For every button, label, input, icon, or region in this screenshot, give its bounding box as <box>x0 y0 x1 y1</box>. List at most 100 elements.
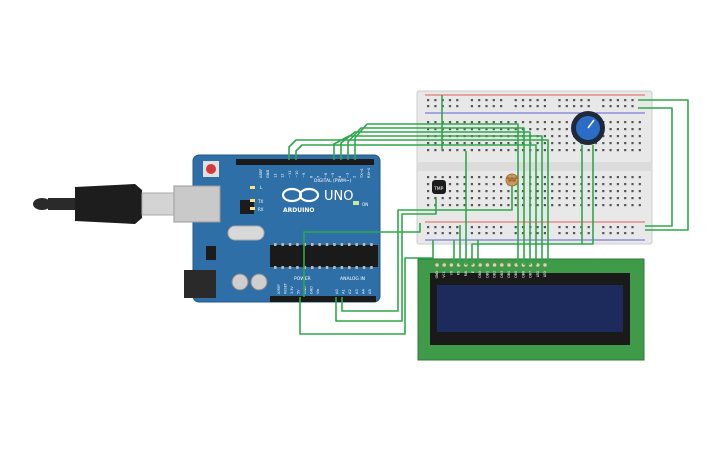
breadboard-hole[interactable] <box>478 149 481 152</box>
breadboard-hole[interactable] <box>558 176 561 179</box>
rail-hole[interactable] <box>558 226 561 229</box>
breadboard-hole[interactable] <box>543 121 546 124</box>
breadboard-hole[interactable] <box>521 204 525 207</box>
rail-hole[interactable] <box>543 226 546 229</box>
breadboard-hole[interactable] <box>587 176 590 179</box>
breadboard-hole[interactable] <box>551 176 554 179</box>
breadboard-hole[interactable] <box>427 183 430 186</box>
breadboard-hole[interactable] <box>427 176 430 179</box>
breadboard-hole[interactable] <box>507 128 510 131</box>
rail-hole[interactable] <box>434 232 437 235</box>
rail-hole[interactable] <box>631 232 634 235</box>
rail-hole[interactable] <box>478 105 481 108</box>
rail-hole[interactable] <box>521 99 525 102</box>
breadboard-hole[interactable] <box>470 190 473 193</box>
lcd-pin[interactable] <box>492 262 497 268</box>
breadboard-hole[interactable] <box>631 190 634 193</box>
wire-d4[interactable] <box>340 131 531 265</box>
breadboard-hole[interactable] <box>616 190 619 193</box>
breadboard-hole[interactable] <box>434 197 437 200</box>
breadboard-hole[interactable] <box>521 176 525 179</box>
rail-hole[interactable] <box>521 232 525 235</box>
breadboard-hole[interactable] <box>492 142 495 145</box>
breadboard-hole[interactable] <box>521 197 525 200</box>
breadboard-hole[interactable] <box>427 190 430 193</box>
rail-hole[interactable] <box>624 99 627 102</box>
rail-hole[interactable] <box>616 105 619 108</box>
rail-hole[interactable] <box>492 226 495 229</box>
rail-hole[interactable] <box>536 232 539 235</box>
breadboard-hole[interactable] <box>573 176 576 179</box>
breadboard-hole[interactable] <box>514 190 517 193</box>
lcd-pin[interactable] <box>478 262 483 268</box>
breadboard-hole[interactable] <box>478 128 481 131</box>
breadboard-hole[interactable] <box>478 190 481 193</box>
breadboard-hole[interactable] <box>616 183 619 186</box>
rail-hole[interactable] <box>434 226 437 229</box>
breadboard-hole[interactable] <box>427 142 430 145</box>
rail-hole[interactable] <box>470 99 473 102</box>
rail-hole[interactable] <box>536 226 539 229</box>
breadboard-hole[interactable] <box>565 149 568 152</box>
breadboard-hole[interactable] <box>565 128 568 131</box>
breadboard-hole[interactable] <box>602 142 605 145</box>
breadboard-hole[interactable] <box>448 149 452 152</box>
breadboard-hole[interactable] <box>551 204 554 207</box>
breadboard-hole[interactable] <box>441 149 444 152</box>
rail-hole[interactable] <box>485 226 488 229</box>
breadboard-hole[interactable] <box>594 204 598 207</box>
breadboard-hole[interactable] <box>478 204 481 207</box>
rail-hole[interactable] <box>500 232 503 235</box>
wire-5v-rail[interactable] <box>303 223 421 297</box>
breadboard-hole[interactable] <box>441 176 444 179</box>
breadboard-hole[interactable] <box>573 190 576 193</box>
breadboard-hole[interactable] <box>602 204 605 207</box>
breadboard-hole[interactable] <box>631 142 634 145</box>
breadboard-hole[interactable] <box>638 176 641 179</box>
breadboard-hole[interactable] <box>609 142 612 145</box>
breadboard-hole[interactable] <box>543 135 546 138</box>
breadboard-hole[interactable] <box>507 121 510 124</box>
rail-hole[interactable] <box>529 105 532 108</box>
breadboard-hole[interactable] <box>470 183 473 186</box>
rail-hole[interactable] <box>624 105 627 108</box>
rail-hole[interactable] <box>448 226 452 229</box>
wires[interactable] <box>288 95 689 335</box>
rail-hole[interactable] <box>470 226 473 229</box>
breadboard-hole[interactable] <box>485 142 488 145</box>
lcd-pin[interactable] <box>499 262 504 268</box>
breadboard-hole[interactable] <box>631 204 634 207</box>
breadboard-hole[interactable] <box>463 176 466 179</box>
breadboard-hole[interactable] <box>594 197 598 200</box>
breadboard-hole[interactable] <box>609 190 612 193</box>
breadboard-hole[interactable] <box>500 204 503 207</box>
breadboard-hole[interactable] <box>631 121 634 124</box>
breadboard-hole[interactable] <box>624 121 627 124</box>
breadboard-hole[interactable] <box>594 142 598 145</box>
rail-hole[interactable] <box>543 99 546 102</box>
rail-hole[interactable] <box>448 105 452 108</box>
breadboard-hole[interactable] <box>456 183 459 186</box>
breadboard-hole[interactable] <box>558 190 561 193</box>
breadboard-hole[interactable] <box>609 135 612 138</box>
wire-d12[interactable] <box>288 139 549 265</box>
breadboard-hole[interactable] <box>573 197 576 200</box>
breadboard-hole[interactable] <box>551 183 554 186</box>
temperature-sensor[interactable]: TMP <box>432 180 446 194</box>
breadboard-hole[interactable] <box>558 142 561 145</box>
breadboard-hole[interactable] <box>602 135 605 138</box>
breadboard-hole[interactable] <box>551 142 554 145</box>
rail-hole[interactable] <box>478 232 481 235</box>
rail-hole[interactable] <box>565 105 568 108</box>
rail-hole[interactable] <box>565 99 568 102</box>
breadboard-hole[interactable] <box>521 142 525 145</box>
breadboard-hole[interactable] <box>565 197 568 200</box>
lcd-pin[interactable] <box>434 262 440 268</box>
breadboard-hole[interactable] <box>470 128 473 131</box>
breadboard-hole[interactable] <box>631 149 634 152</box>
breadboard-hole[interactable] <box>492 183 495 186</box>
breadboard-hole[interactable] <box>587 183 590 186</box>
breadboard-hole[interactable] <box>463 128 466 131</box>
usb-cable[interactable] <box>33 184 175 224</box>
